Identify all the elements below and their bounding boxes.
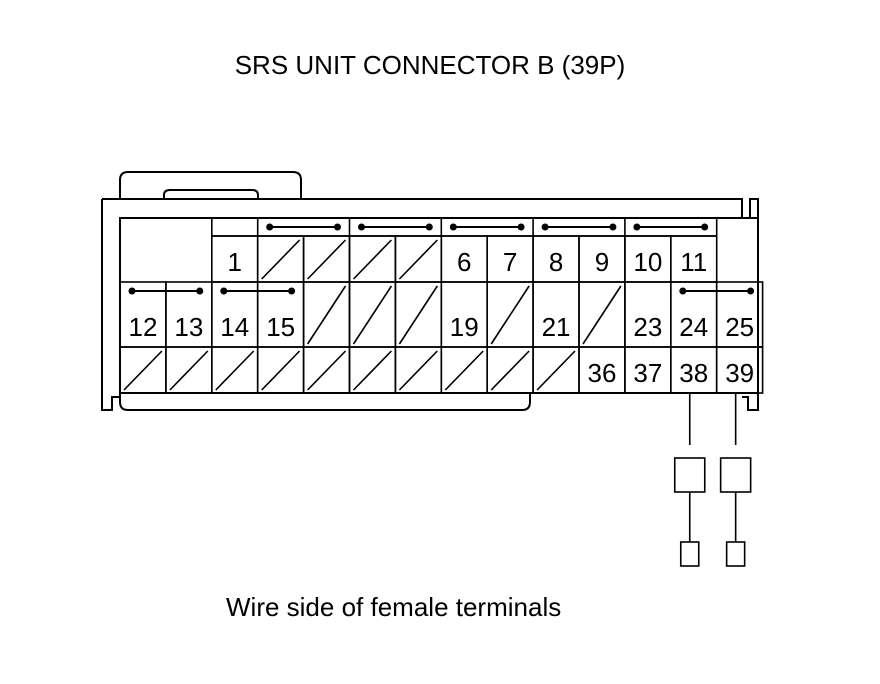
unused-terminal-slash [352,350,392,391]
unused-terminal-slash [398,350,438,391]
terminal-number: 24 [679,312,708,342]
unused-terminal-slash [490,350,530,391]
unused-terminal-slash [444,350,484,391]
latch-slot [163,189,259,199]
unused-terminal-slash [536,350,576,391]
terminal-number: 13 [174,312,203,342]
terminal-number: 21 [542,312,571,342]
terminal-number: 37 [633,358,662,388]
terminal-cell [715,346,764,394]
row1-band [211,217,718,237]
top-latch [119,171,302,199]
shorting-bar [358,223,433,231]
housing-right-edge [102,198,759,411]
test-probe-leads [673,393,752,567]
diagram-caption: Wire side of female terminals [226,592,562,622]
terminal-number: 12 [128,312,157,342]
terminal-number: 1 [228,247,242,277]
shorting-bar [679,287,755,295]
terminal-grid: 1 6 7 8 9 10 11 12 13 14 15 19 21 23 24 25 36 37 38 39 [119,217,764,394]
shorting-bar [541,223,617,231]
terminal-number: 25 [725,312,754,342]
unused-terminal-slash [123,350,163,391]
unused-terminal-slash [169,350,209,391]
terminal-number: 11 [680,247,707,277]
unused-terminal-slash [307,350,347,391]
unused-terminal-slash [490,285,530,345]
terminal-number: 23 [633,312,662,342]
terminal-number: 6 [457,247,471,277]
terminal-number: 7 [503,247,517,277]
unused-terminal-slash [582,285,622,345]
probe-lead [719,393,752,567]
unused-terminal-slash [352,239,392,280]
shorting-bar [633,223,709,231]
probe-lead [673,393,706,567]
unused-terminal-slash [352,285,393,345]
terminal-number: 36 [587,358,616,388]
unused-terminal-slash [307,239,347,280]
terminal-number: 8 [549,247,563,277]
terminal-number: 19 [450,312,479,342]
terminal-number: 9 [595,247,609,277]
unused-terminal-slash [261,350,301,391]
terminal-number: 38 [679,358,708,388]
page-title: SRS UNIT CONNECTOR B (39P) [234,50,626,80]
shorting-bar [128,287,204,295]
unused-terminal-slash [261,239,301,280]
shorting-bars [128,223,755,295]
terminal-number: 15 [266,312,295,342]
terminal-number: 14 [220,312,249,342]
terminal-number: 10 [633,247,662,277]
shorting-bar [220,287,296,295]
bottom-lip [119,393,531,411]
housing-left-edge [101,199,120,411]
shorting-bar [266,223,341,231]
shorting-bar [449,223,525,231]
unused-terminal-slash [306,285,347,345]
unused-terminal-slash [398,239,438,280]
unused-terminal-slash [398,285,438,345]
terminal-number: 39 [725,358,754,388]
unused-terminal-slash [215,350,255,391]
